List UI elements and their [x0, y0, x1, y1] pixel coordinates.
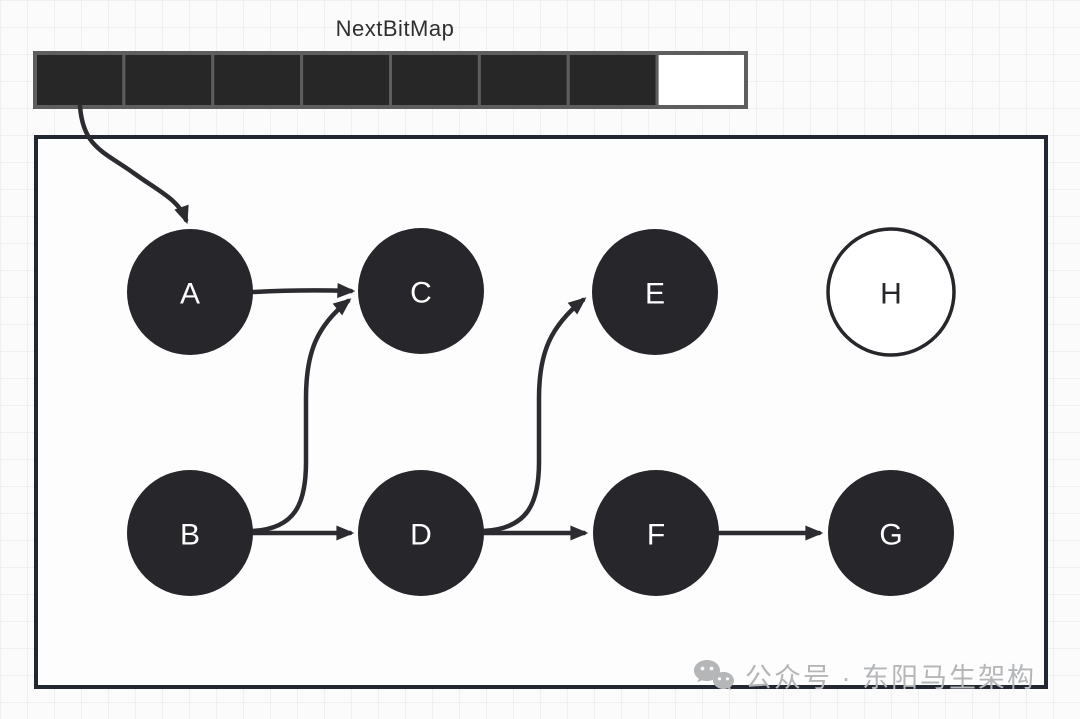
node-label-B: B — [180, 519, 200, 552]
watermark-text: 公众号 · 东阳马生架构 — [745, 663, 1036, 693]
edge-B-to-C — [249, 298, 352, 534]
node-D — [358, 470, 484, 596]
bitmap-cell-3 — [300, 51, 392, 109]
watermark: 公众号 · 东阳马生架构 — [692, 656, 1036, 695]
edge-D-to-E — [480, 297, 587, 534]
node-E — [592, 229, 718, 355]
node-label-F: F — [647, 519, 665, 552]
bitmap-outline — [33, 51, 748, 109]
bitmap-cell-2 — [211, 51, 304, 109]
node-label-H: H — [880, 278, 902, 311]
node-label-E: E — [645, 278, 665, 311]
edge-bitmap-cell-0-to-A — [77, 103, 189, 225]
node-label-C: C — [410, 277, 432, 310]
node-label-G: G — [879, 519, 902, 552]
node-B — [127, 470, 253, 596]
node-H — [826, 227, 956, 357]
bitmap-cell-4 — [389, 51, 481, 109]
node-C — [358, 228, 484, 354]
node-label-A: A — [180, 278, 200, 311]
node-F — [593, 470, 719, 596]
wechat-icon — [692, 658, 736, 694]
bitmap-cell-6 — [566, 51, 659, 109]
bitmap-bar — [33, 51, 748, 109]
page-title: NextBitMap — [335, 16, 455, 41]
bitmap-cell-7 — [655, 51, 748, 109]
bitmap-cell-5 — [477, 51, 570, 109]
node-A — [127, 229, 253, 355]
edge-A-to-C — [250, 282, 356, 299]
bitmap-cell-0 — [33, 51, 126, 109]
node-label-D: D — [410, 519, 432, 552]
bitmap-cell-1 — [122, 51, 215, 109]
node-G — [828, 470, 954, 596]
